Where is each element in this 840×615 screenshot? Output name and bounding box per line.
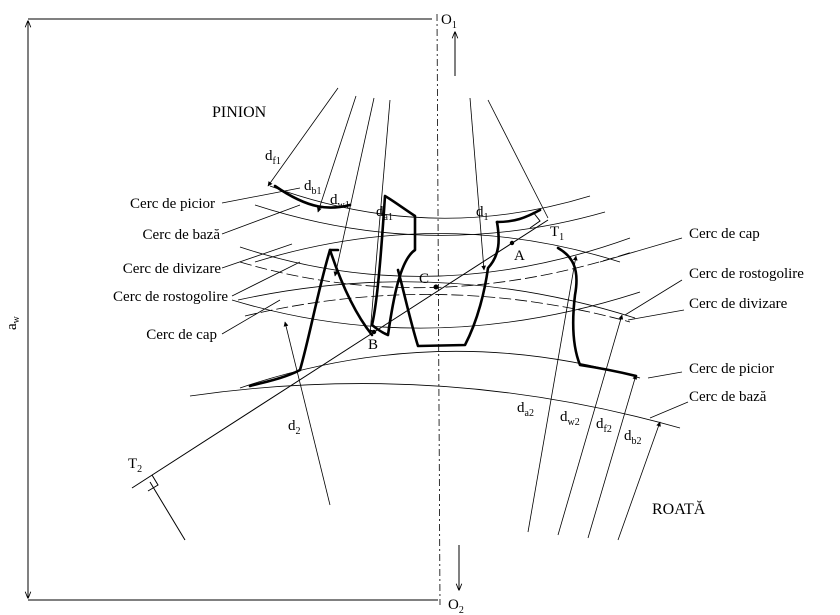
pinion-root-circle — [269, 185, 591, 219]
label-b: B — [368, 337, 378, 353]
t2-right-angle — [147, 474, 159, 492]
wheel-tip-circle — [254, 233, 621, 263]
wheel-tooth-right — [556, 246, 638, 378]
pinion-pitch-circle — [239, 237, 631, 277]
leader-right-tip — [599, 237, 683, 263]
db1-leader — [317, 95, 357, 213]
left-label-root-circle: Cerc de picior — [130, 196, 215, 212]
label-df1: df1 — [265, 148, 281, 167]
label-a: A — [514, 248, 525, 264]
df2-leader — [587, 374, 638, 539]
label-dw1: dw1 — [330, 192, 350, 211]
right-label-rolling-circle: Cerc de rostogolire — [689, 266, 804, 282]
right-label-tip-circle: Cerc de cap — [689, 226, 760, 242]
label-c: C — [419, 271, 429, 287]
pinion-tooth-profile — [370, 194, 417, 337]
right-label-root-circle: Cerc de picior — [689, 361, 774, 377]
line-of-action — [131, 219, 549, 489]
right-label-base-circle: Cerc de bază — [689, 389, 767, 405]
db2-leader — [617, 421, 661, 541]
pinion-tooth-left — [273, 184, 352, 209]
wheel-tooth-left — [248, 248, 332, 388]
wheel-rolling-circle — [244, 294, 631, 323]
pinion-base-circle — [254, 204, 606, 236]
label-da1: da1 — [376, 204, 393, 223]
label-o2: O2 — [448, 597, 464, 615]
label-t1: T1 — [550, 224, 564, 243]
pinion-rolling-circle — [239, 251, 633, 289]
t2-radius — [149, 481, 186, 541]
t1-right-angle — [529, 211, 541, 229]
label-db2: db2 — [624, 428, 642, 447]
pinion-tip-circle — [231, 291, 641, 329]
dw2-leader — [557, 314, 624, 536]
left-label-tip-circle: Cerc de cap — [146, 327, 217, 343]
da2-leader — [527, 255, 578, 533]
pinion-ray-1 — [487, 99, 549, 219]
df1-leader — [267, 87, 339, 187]
right-label-pitch-circle: Cerc de divizare — [689, 296, 788, 312]
label-d2: d2 — [288, 418, 301, 437]
da1-leader — [367, 99, 391, 335]
d1-leader — [469, 97, 487, 271]
label-d1: d1 — [476, 204, 489, 223]
pinion-tooth-right — [495, 208, 542, 224]
label-df2: df2 — [596, 416, 612, 435]
wheel-base-circle — [189, 383, 681, 429]
d2-leader — [283, 321, 331, 506]
leader-right-root — [647, 371, 683, 379]
leader-left-tip — [221, 299, 281, 335]
left-label-rolling-circle: Cerc de rostogolire — [113, 289, 228, 305]
wheel-title: ROATĂ — [652, 499, 706, 518]
leader-right-pitch — [627, 309, 685, 321]
label-aw: aw — [4, 315, 22, 330]
point-a-marker — [509, 240, 515, 246]
label-db1: db1 — [304, 178, 322, 197]
leader-left-root — [221, 187, 301, 204]
pinion-title: PINION — [212, 104, 267, 121]
pinion-tooth-flank — [396, 220, 500, 348]
label-dw2: dw2 — [560, 409, 580, 428]
label-t2: T2 — [128, 456, 142, 475]
leader-right-rolling — [624, 279, 683, 316]
wheel-pitch-circle — [237, 281, 636, 319]
left-label-pitch-circle: Cerc de divizare — [123, 261, 222, 277]
wheel-tooth-mid — [328, 248, 374, 337]
leader-left-base — [221, 204, 301, 235]
leader-right-base — [649, 401, 689, 419]
left-label-base-circle: Cerc de bază — [143, 227, 221, 243]
label-o1: O1 — [441, 12, 457, 31]
point-c-marker — [433, 284, 439, 290]
center-axis — [436, 13, 441, 606]
leader-left-pitch — [221, 243, 293, 269]
point-b-marker — [371, 329, 377, 335]
dw1-leader — [333, 97, 375, 277]
label-da2: da2 — [517, 400, 534, 419]
leader-left-rolling — [231, 261, 301, 297]
